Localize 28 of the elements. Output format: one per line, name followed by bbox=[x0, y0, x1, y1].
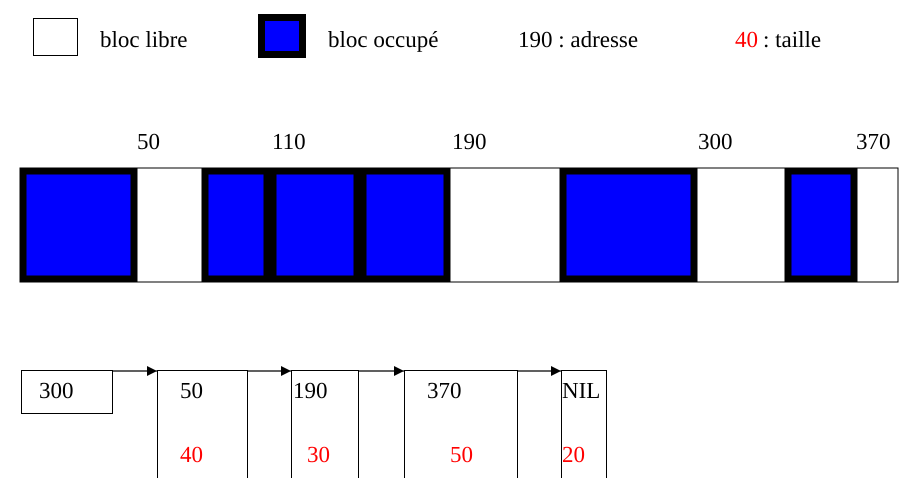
pointer-value: 300 bbox=[39, 379, 74, 402]
address-label: 50 bbox=[137, 130, 160, 153]
address-label: 370 bbox=[856, 130, 890, 153]
legend-label: bloc occupé bbox=[328, 28, 438, 51]
size-value: 50 bbox=[450, 443, 473, 466]
pointer-value: NIL bbox=[562, 379, 600, 402]
pointer-value: 370 bbox=[427, 379, 462, 402]
address-label: 300 bbox=[698, 130, 732, 153]
arrow bbox=[359, 366, 404, 376]
pointer-value: 50 bbox=[180, 379, 203, 402]
address-label: 110 bbox=[272, 130, 306, 153]
legend-note: : taille bbox=[763, 28, 822, 51]
list-cell bbox=[291, 370, 359, 478]
size-value: 20 bbox=[562, 443, 585, 466]
size-value: 30 bbox=[307, 443, 330, 466]
legend-note: 40 bbox=[735, 28, 758, 51]
legend-label: bloc libre bbox=[100, 28, 188, 51]
arrow bbox=[248, 366, 291, 376]
pointer-value: 190 bbox=[293, 379, 328, 402]
arrow bbox=[518, 366, 561, 376]
arrow bbox=[113, 366, 157, 376]
list-cell bbox=[561, 370, 607, 478]
head-pointer-box bbox=[21, 370, 113, 414]
list-cell bbox=[157, 370, 248, 478]
address-label: 190 bbox=[452, 130, 486, 153]
size-value: 40 bbox=[180, 443, 203, 466]
legend-note: 190 : adresse bbox=[518, 28, 638, 51]
list-cell bbox=[404, 370, 518, 478]
